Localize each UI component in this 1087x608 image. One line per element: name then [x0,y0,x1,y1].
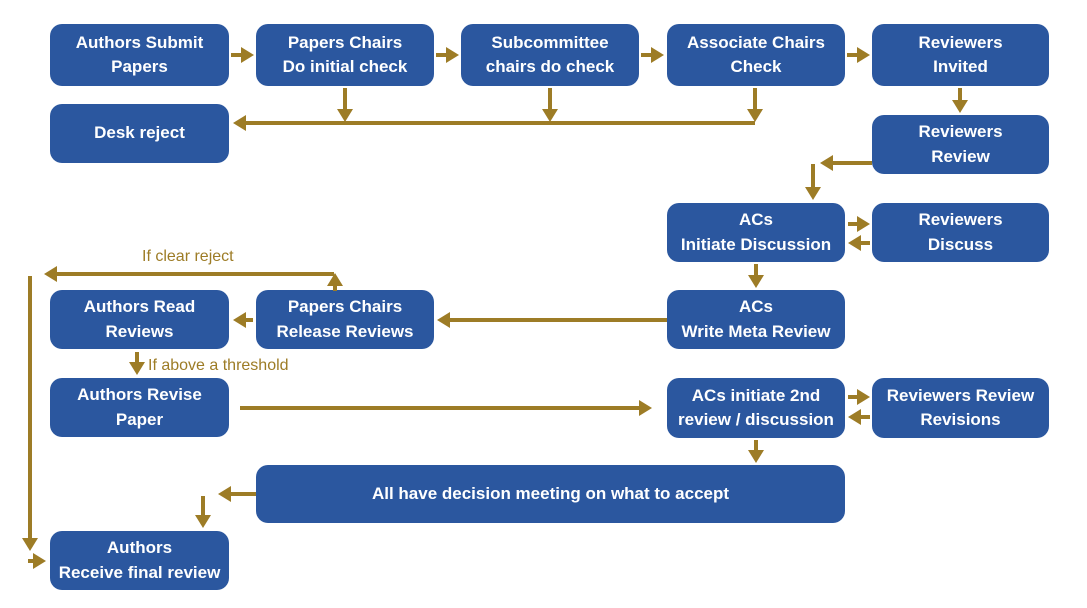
flow-arrowhead-icon [241,47,254,63]
flow-arrowhead-icon [337,109,353,122]
flow-arrow-line [343,88,347,111]
node-associate-chairs-check: Associate Chairs Check [667,24,845,86]
flow-arrow-line [848,395,859,399]
flow-arrow-line [847,53,859,57]
flow-arrowhead-icon [233,312,246,328]
node-papers-chairs-initial-check: Papers Chairs Do initial check [256,24,434,86]
node-desk-reject: Desk reject [50,104,229,163]
flow-arrowhead-icon [952,100,968,113]
flow-arrowhead-icon [805,187,821,200]
node-authors-receive-final-review: Authors Receive final review [50,531,229,590]
flow-arrowhead-icon [446,47,459,63]
flow-arrowhead-icon [820,155,833,171]
flow-arrowhead-icon [327,273,343,286]
flow-arrowhead-icon [857,389,870,405]
flow-arrow-line [754,440,758,452]
flow-arrow-line [641,53,653,57]
node-reviewers-review: Reviewers Review [872,115,1049,174]
flow-arrow-line [231,53,243,57]
flow-arrow-line [244,121,755,125]
flow-arrow-line [848,222,859,226]
flow-arrowhead-icon [747,109,763,122]
flow-arrowhead-icon [848,235,861,251]
flow-arrowhead-icon [129,362,145,375]
flow-arrowhead-icon [748,275,764,288]
flow-arrow-line [811,164,815,189]
flow-arrowhead-icon [639,400,652,416]
flow-arrow-line [859,415,870,419]
node-subcommittee-chairs-check: Subcommittee chairs do check [461,24,639,86]
edge-label-if-above-threshold: If above a threshold [148,357,289,374]
flow-arrow-line [28,559,35,563]
flow-arrowhead-icon [748,450,764,463]
flow-arrow-line [229,492,256,496]
node-reviewers-invited: Reviewers Invited [872,24,1049,86]
node-authors-read-reviews: Authors Read Reviews [50,290,229,349]
flow-arrowhead-icon [542,109,558,122]
flow-arrow-line [548,88,552,111]
flow-arrow-line [831,161,872,165]
flow-arrowhead-icon [848,409,861,425]
flow-arrow-line [859,241,870,245]
node-reviewers-review-revisions: Reviewers Review Revisions [872,378,1049,438]
flow-arrow-line [28,276,32,540]
node-authors-submit-papers: Authors Submit Papers [50,24,229,86]
flow-arrow-line [958,88,962,102]
flow-arrow-line [201,496,205,517]
flow-arrowhead-icon [233,115,246,131]
flow-arrow-line [436,53,448,57]
node-acs-initiate-2nd-review: ACs initiate 2nd review / discussion [667,378,845,438]
flow-arrow-line [135,352,139,364]
flow-arrow-line [55,272,334,276]
flow-arrow-line [753,88,757,111]
edge-label-if-clear-reject: If clear reject [142,248,234,265]
flow-arrow-line [240,406,641,410]
node-papers-chairs-release-reviews: Papers Chairs Release Reviews [256,290,434,349]
flow-arrowhead-icon [857,47,870,63]
flow-arrowhead-icon [651,47,664,63]
flow-arrowhead-icon [22,538,38,551]
flow-arrow-line [448,318,667,322]
flow-arrowhead-icon [195,515,211,528]
node-reviewers-discuss: Reviewers Discuss [872,203,1049,262]
flow-arrowhead-icon [44,266,57,282]
flow-arrowhead-icon [437,312,450,328]
flow-arrowhead-icon [33,553,46,569]
node-acs-write-meta-review: ACs Write Meta Review [667,290,845,349]
flow-arrowhead-icon [218,486,231,502]
flow-arrow-line [333,284,337,291]
flow-arrowhead-icon [857,216,870,232]
flow-arrow-line [244,318,253,322]
node-acs-initiate-discussion: ACs Initiate Discussion [667,203,845,262]
node-decision-meeting: All have decision meeting on what to acc… [256,465,845,523]
node-authors-revise-paper: Authors Revise Paper [50,378,229,437]
flow-arrow-line [754,264,758,277]
